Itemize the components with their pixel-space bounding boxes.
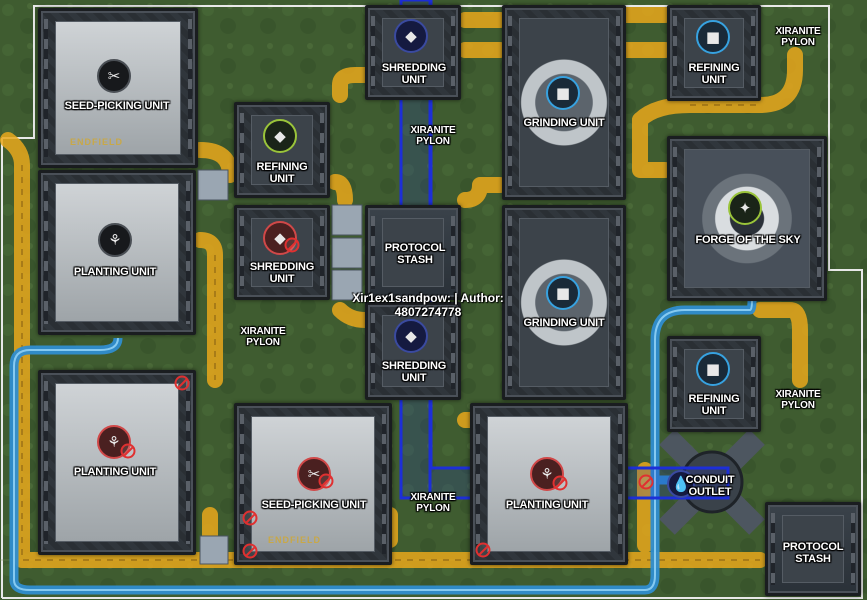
watermark-line-1: Xir1ex1sandpow: | Author:: [352, 291, 504, 305]
refining-icon: ◆: [263, 119, 297, 153]
machine-label: PLANTING UNIT: [73, 466, 157, 478]
no-power-icon: [475, 542, 491, 558]
planting-icon: ⚘: [98, 223, 132, 257]
refining-icon: ■: [696, 352, 730, 386]
endfield-mark-1: ENDFIELD: [70, 137, 123, 147]
machine-label: PLANTING UNIT: [73, 266, 157, 278]
grinding-icon: ■: [546, 276, 580, 310]
machine-label: PROTOCOL STASH: [782, 541, 844, 565]
no-power-icon: [120, 443, 136, 459]
no-power-icon: [242, 543, 258, 559]
machine-label: CONDUIT OUTLET: [685, 474, 735, 498]
shredding-icon: ◆: [263, 221, 297, 255]
xiranite-pylon[interactable]: XIRANITE PYLON: [410, 125, 456, 147]
machine-label: SHREDDING UNIT: [249, 261, 315, 285]
forge-icon: ✦: [728, 191, 762, 225]
machine-label: GRINDING UNIT: [523, 317, 605, 329]
machine-label: REFINING UNIT: [256, 161, 308, 185]
endfield-mark-2: ENDFIELD: [268, 535, 321, 545]
no-power-icon: [638, 474, 654, 490]
machine-label: PLANTING UNIT: [505, 499, 589, 511]
xiranite-pylon[interactable]: XIRANITE PYLON: [240, 326, 286, 348]
grinding-icon: ■: [546, 76, 580, 110]
xiranite-pylon[interactable]: XIRANITE PYLON: [775, 26, 821, 48]
machine-label: SEED-PICKING UNIT: [261, 499, 367, 511]
xiranite-pylon[interactable]: XIRANITE PYLON: [410, 492, 456, 514]
machine-label: FORGE OF THE SKY: [695, 234, 801, 246]
machine-label: PROTOCOL STASH: [384, 242, 446, 266]
no-power-icon: [318, 473, 334, 489]
no-power-icon: [242, 510, 258, 526]
shredding-unit-mid[interactable]: [365, 302, 461, 400]
refining-icon: ■: [696, 20, 730, 54]
shredding-icon: ◆: [394, 19, 428, 53]
protocol-stash-1[interactable]: [365, 205, 461, 300]
conduit-icon: 💧: [667, 470, 695, 498]
planting-unit-2[interactable]: [38, 370, 196, 555]
forge-of-the-sky[interactable]: [667, 136, 827, 301]
machine-label: REFINING UNIT: [688, 62, 740, 86]
xiranite-pylon[interactable]: XIRANITE PYLON: [775, 389, 821, 411]
machine-label: SHREDDING UNIT: [381, 360, 447, 384]
seed-picking-icon: ✂: [97, 59, 131, 93]
machine-label: GRINDING UNIT: [523, 117, 605, 129]
shredding-icon: ◆: [394, 319, 428, 353]
no-power-icon: [284, 237, 300, 253]
no-power-icon: [552, 475, 568, 491]
machine-label: SEED-PICKING UNIT: [64, 100, 170, 112]
seed-picking-icon: ✂: [297, 457, 331, 491]
machine-label: REFINING UNIT: [688, 393, 740, 417]
watermark-line-2: 4807274778: [394, 305, 462, 319]
machine-label: SHREDDING UNIT: [381, 62, 447, 86]
author-watermark: Xir1ex1sandpow: | Author: 4807274778: [352, 291, 504, 319]
protocol-stash-2[interactable]: [765, 502, 861, 596]
no-power-icon: [174, 375, 190, 391]
planting-icon: ⚘: [530, 457, 564, 491]
